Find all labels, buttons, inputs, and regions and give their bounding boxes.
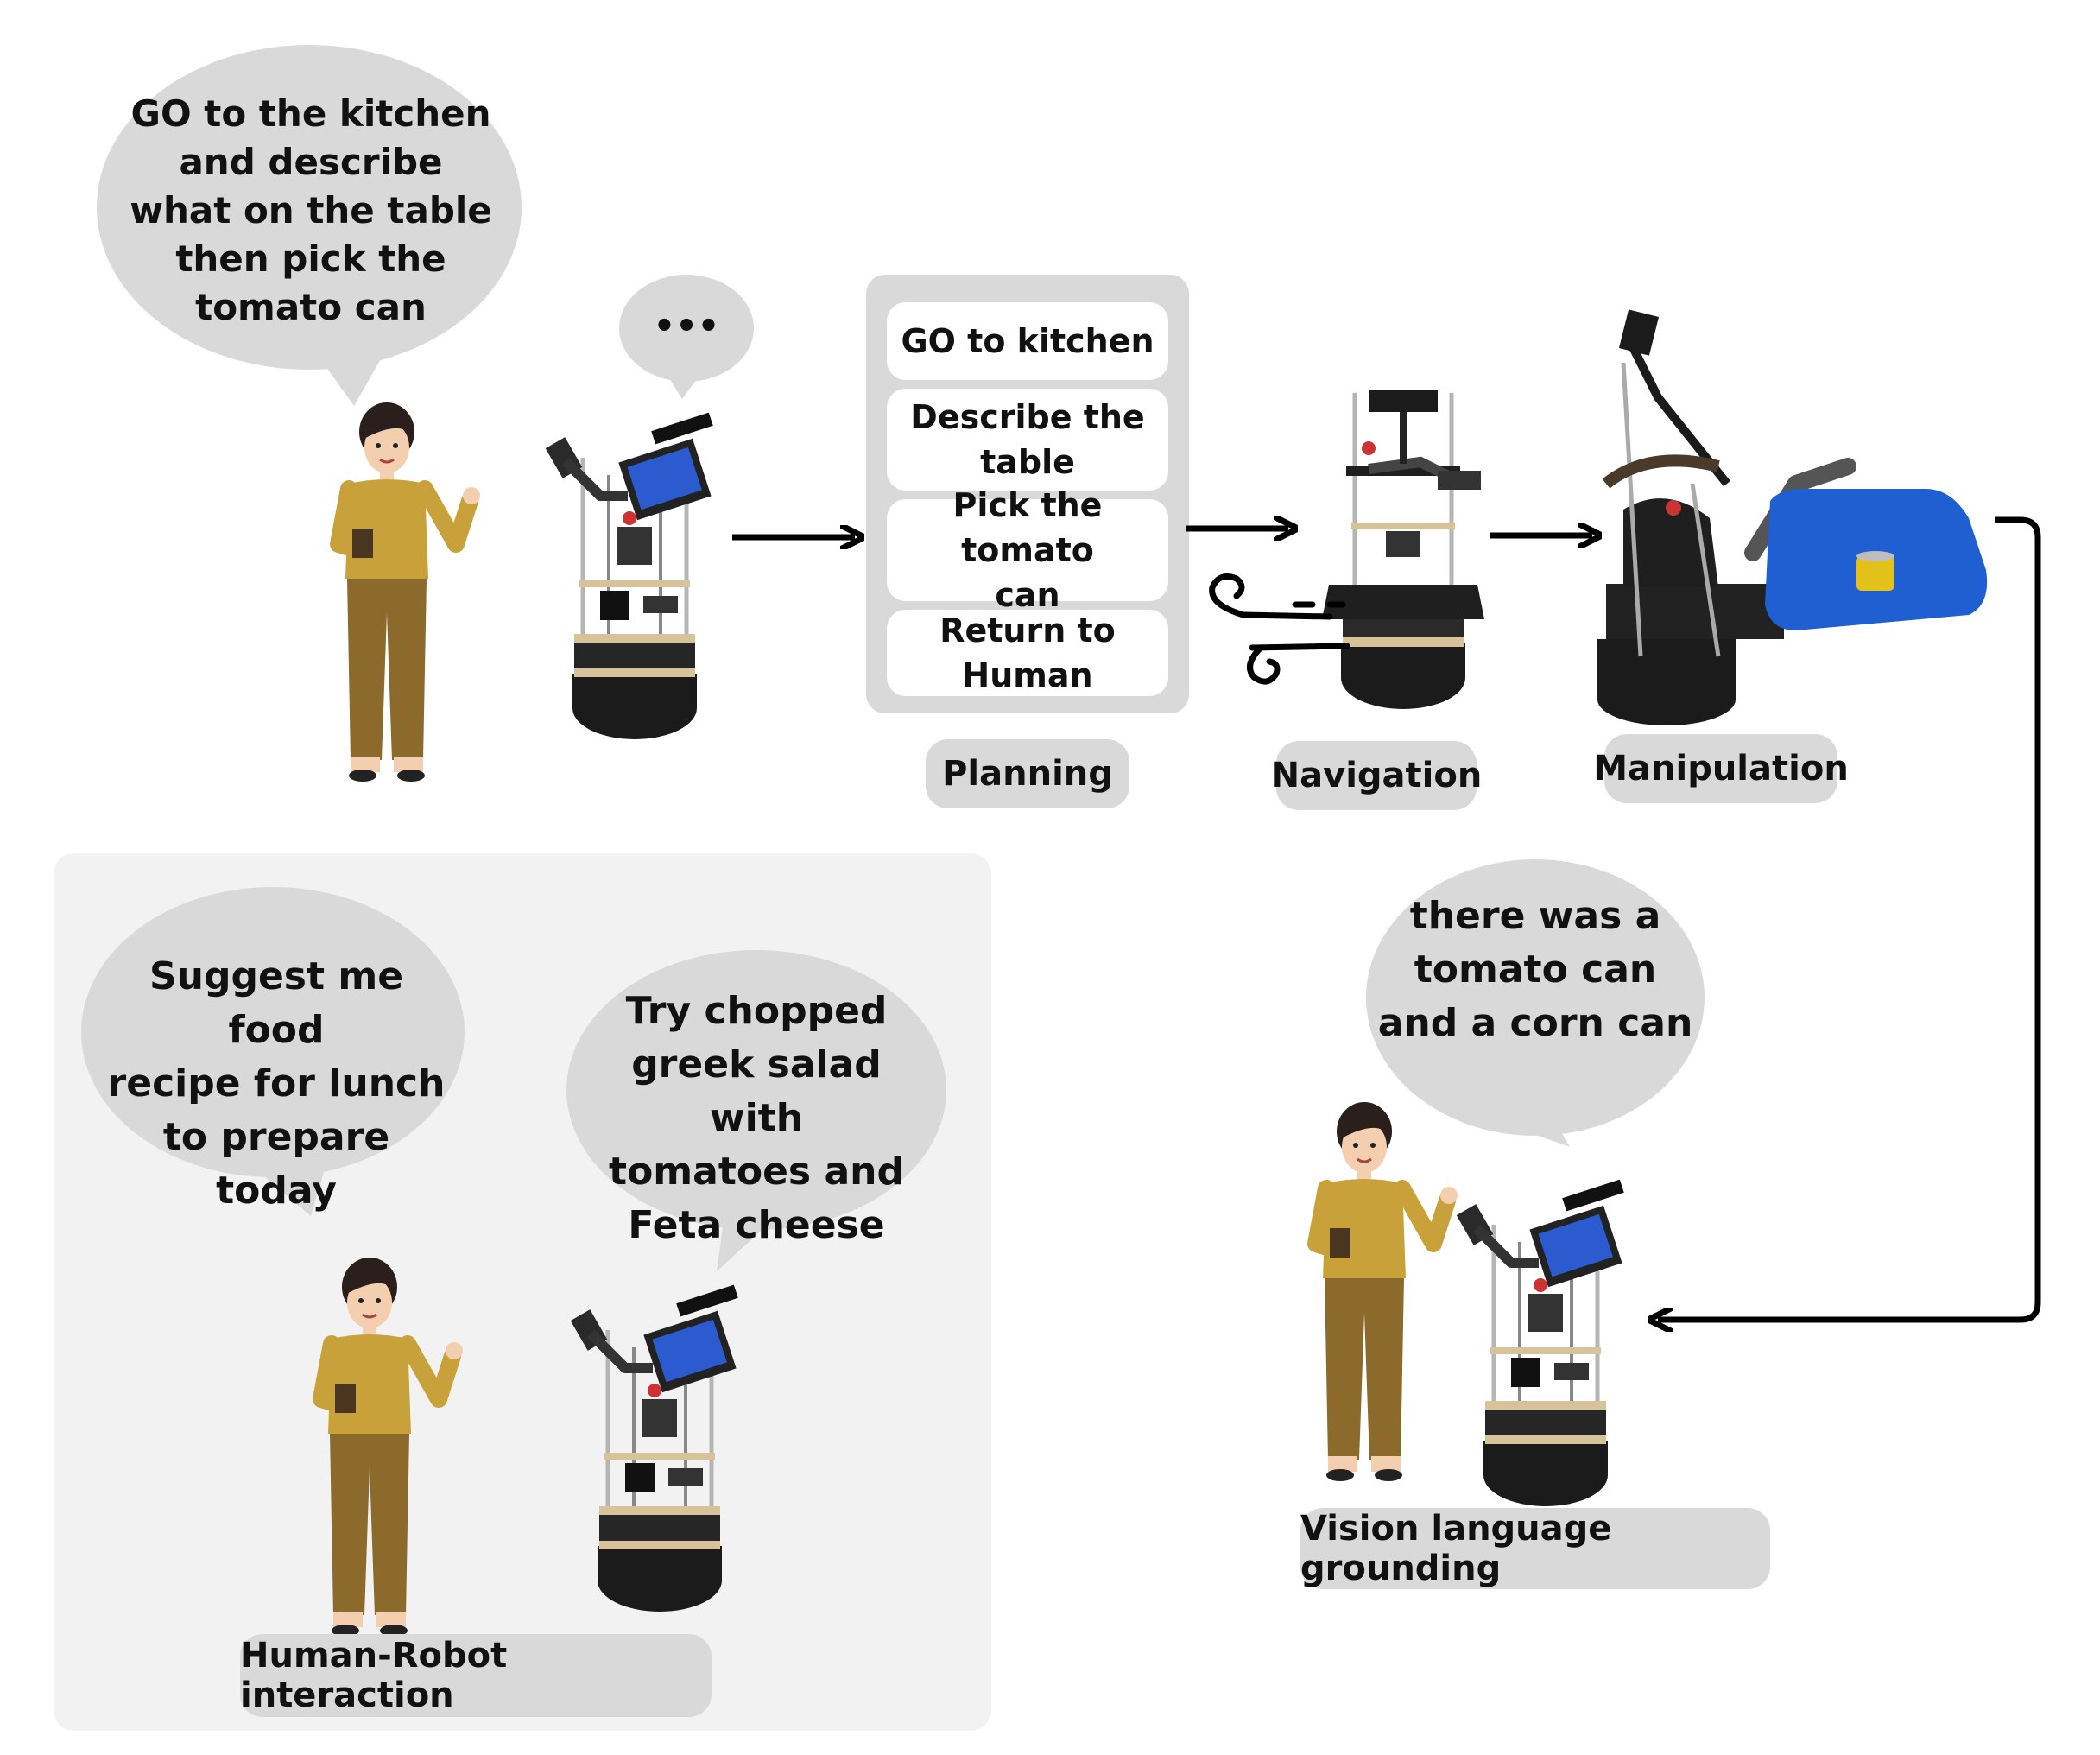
plan-step-go-kitchen: GO to kitchen — [887, 302, 1168, 380]
vision-language-grounding-label: Vision language grounding — [1300, 1508, 1770, 1589]
corn-can — [1856, 556, 1894, 591]
plan-step-text: Return to Human — [939, 611, 1116, 694]
manipulation-label: Manipulation — [1593, 734, 1849, 803]
hri-robot-reply-text: Try chopped greek salad with tomatoes an… — [609, 989, 904, 1247]
plan-step-describe-table: Describe the table — [887, 389, 1168, 491]
user-command-text: GO to the kitchen and describe what on t… — [130, 92, 492, 328]
plan-step-text: Describe the table — [910, 398, 1145, 481]
hri-user-request-text: Suggest me food recipe for lunch to prep… — [107, 954, 446, 1213]
plan-step-pick-tomato: Pick the tomato can — [887, 486, 1168, 614]
hri-label: Human-Robot interaction — [240, 1634, 712, 1717]
motion-swirl — [1209, 573, 1350, 685]
plan-step-text: GO to kitchen — [901, 322, 1154, 360]
manipulation-robot — [1597, 309, 1856, 725]
navigation-label: Navigation — [1271, 741, 1482, 810]
arrow-return-to-human — [1658, 516, 2041, 1320]
plan-step-return-human: Return to Human — [887, 610, 1168, 696]
robot-thinking-dots: ••• — [653, 307, 720, 346]
grounding-robot-reply-text: there was a tomato can and a corn can — [1377, 894, 1693, 1045]
planning-panel: GO to kitchen Describe the table Pick th… — [866, 275, 1189, 713]
planning-label: Planning — [926, 739, 1129, 808]
plan-step-text: Pick the tomato can — [952, 486, 1103, 614]
